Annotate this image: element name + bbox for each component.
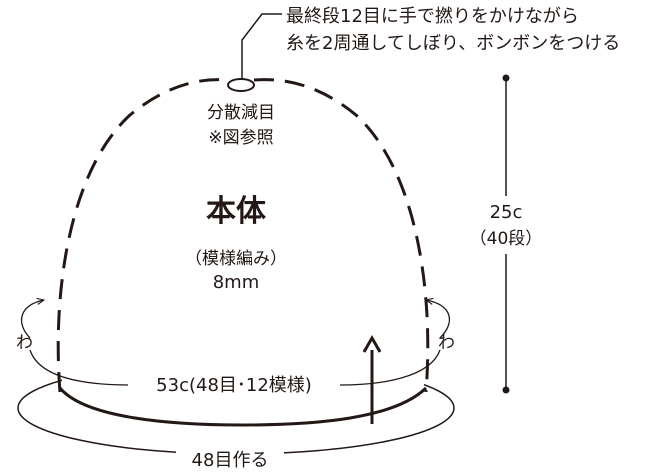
- top-ring: [227, 78, 255, 92]
- body-title: 本体: [206, 194, 267, 229]
- knit-direction-arrowhead: [362, 334, 382, 353]
- wa-left-label: わ: [16, 333, 33, 353]
- needle-size: 8mm: [213, 272, 260, 293]
- pattern-label: （模様編み）: [185, 249, 287, 269]
- cast-on-label: 48目作る: [192, 450, 269, 471]
- height-rows: （40段）: [470, 229, 543, 249]
- width-line: [29, 349, 131, 386]
- top-note-line2: 糸を2周通してしぼり、ボンボンをつける: [286, 33, 620, 54]
- note-leader-line: [241, 13, 282, 80]
- wa-right-label: わ: [438, 333, 455, 353]
- hat-body-outline: [56, 78, 430, 393]
- height-value: 25c: [490, 202, 523, 223]
- decrease-label: 分散減目: [207, 103, 275, 123]
- width-label: 53c(48目･12模様): [156, 375, 312, 396]
- decrease-note: ※図参照: [208, 128, 273, 148]
- hat-bottom-edge: [58, 386, 428, 427]
- wa-arrow-right: [426, 300, 450, 339]
- top-note-line1: 最終段12目に手で撚りをかけながら: [286, 6, 579, 27]
- wa-arrow-left: [20, 300, 44, 339]
